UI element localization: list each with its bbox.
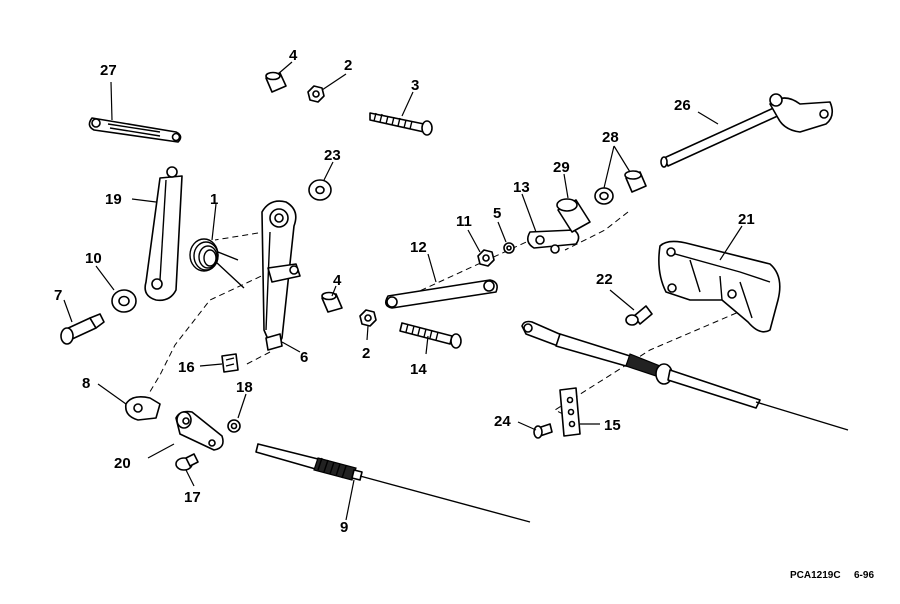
part-27-link-arm: [88, 117, 182, 143]
callout-23: 23: [324, 147, 341, 164]
part-17-screw: [175, 453, 199, 471]
callout-2-middle: 2: [362, 345, 370, 362]
part-12-link-rod: [384, 279, 498, 309]
part-9-cable: [255, 443, 531, 523]
callout-26: 26: [674, 97, 691, 114]
part-2-nut-top: [307, 85, 325, 103]
part-23-washer: [308, 179, 332, 201]
part-1-spring: [189, 238, 245, 289]
part-14-screw: [399, 322, 462, 349]
callout-21: 21: [738, 211, 755, 228]
part-19-lever: [144, 166, 183, 302]
callout-27: 27: [100, 62, 117, 79]
callout-19: 19: [105, 191, 122, 208]
part-22-screw: [625, 305, 653, 326]
part-18-washer: [227, 419, 241, 433]
callout-5: 5: [493, 205, 501, 222]
part-28-bushings: [594, 170, 647, 205]
drawing-code: PCA1219C: [790, 570, 841, 581]
callout-20: 20: [114, 455, 131, 472]
callout-12: 12: [410, 239, 427, 256]
callout-11: 11: [456, 213, 472, 230]
callout-1: 1: [210, 191, 218, 208]
leader-lines: [63, 61, 743, 521]
callout-29: 29: [553, 159, 570, 176]
callout-4-top: 4: [289, 47, 298, 64]
callout-15: 15: [604, 417, 621, 434]
callout-labels: 27 4 2 3 19 1 23 10 7 4 2 6 16 12 14 11 …: [54, 47, 755, 536]
callout-3: 3: [411, 77, 419, 94]
callout-9: 9: [340, 519, 348, 536]
part-6-throttle-lever: [261, 200, 301, 351]
callout-22: 22: [596, 271, 613, 288]
part-21-bracket: [658, 240, 781, 333]
callout-13: 13: [513, 179, 530, 196]
callout-7: 7: [54, 287, 62, 304]
part-24-screw: [533, 423, 553, 439]
callout-2-top: 2: [344, 57, 352, 74]
part-3-screw: [369, 112, 433, 136]
part-16-clip: [221, 353, 239, 373]
part-13-link: [526, 229, 580, 254]
part-4-spacer-top: [265, 71, 287, 93]
part-5-washer: [503, 242, 515, 254]
part-29-bushing: [556, 198, 591, 233]
callout-28: 28: [602, 129, 619, 146]
callout-24: 24: [494, 413, 511, 430]
part-11-nut: [477, 249, 495, 267]
callout-8: 8: [82, 375, 90, 392]
part-7-shoulder-bolt: [60, 313, 105, 345]
drawing-date: 6-96: [854, 570, 874, 581]
upper-throttle-cable: [521, 320, 849, 431]
part-10-washer: [111, 289, 137, 313]
callout-16: 16: [178, 359, 195, 376]
callout-17: 17: [184, 489, 201, 506]
callout-4-middle: 4: [333, 272, 342, 289]
drawing-footer: PCA1219C 6-96: [790, 570, 874, 581]
part-8-clip: [124, 396, 161, 421]
callout-18: 18: [236, 379, 253, 396]
part-2-nut-middle: [359, 309, 377, 327]
part-20-swivel: [175, 410, 224, 451]
part-15-plate: [559, 387, 581, 437]
callout-10: 10: [85, 250, 102, 267]
callout-14: 14: [410, 361, 427, 378]
part-26-shaft: [660, 93, 834, 168]
callout-6: 6: [300, 349, 308, 366]
